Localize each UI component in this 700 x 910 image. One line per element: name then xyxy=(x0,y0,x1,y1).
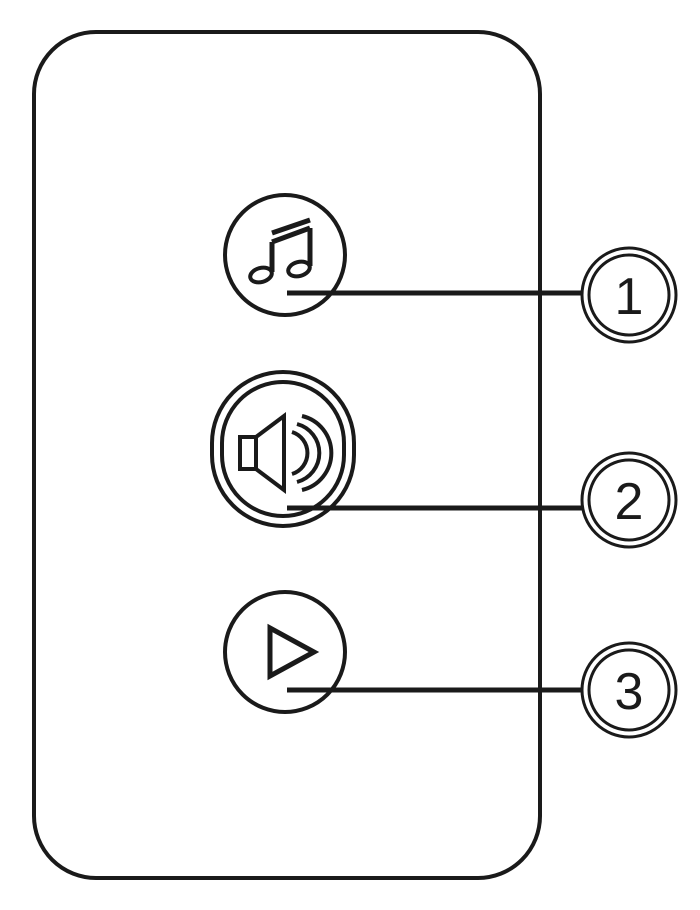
music-note-icon xyxy=(248,217,313,285)
play-icon xyxy=(267,623,320,681)
play-button[interactable] xyxy=(223,590,347,714)
callout-number-2: 2 xyxy=(615,473,644,531)
device-body xyxy=(32,30,542,880)
callout-number-1: 1 xyxy=(615,268,644,326)
callout-3: 3 xyxy=(580,641,678,739)
callout-2: 2 xyxy=(580,451,678,549)
callout-1: 1 xyxy=(580,246,678,344)
callout-number-3: 3 xyxy=(615,663,644,721)
volume-button[interactable] xyxy=(210,370,356,528)
speaker-volume-icon xyxy=(238,412,334,494)
music-button[interactable] xyxy=(223,193,347,317)
